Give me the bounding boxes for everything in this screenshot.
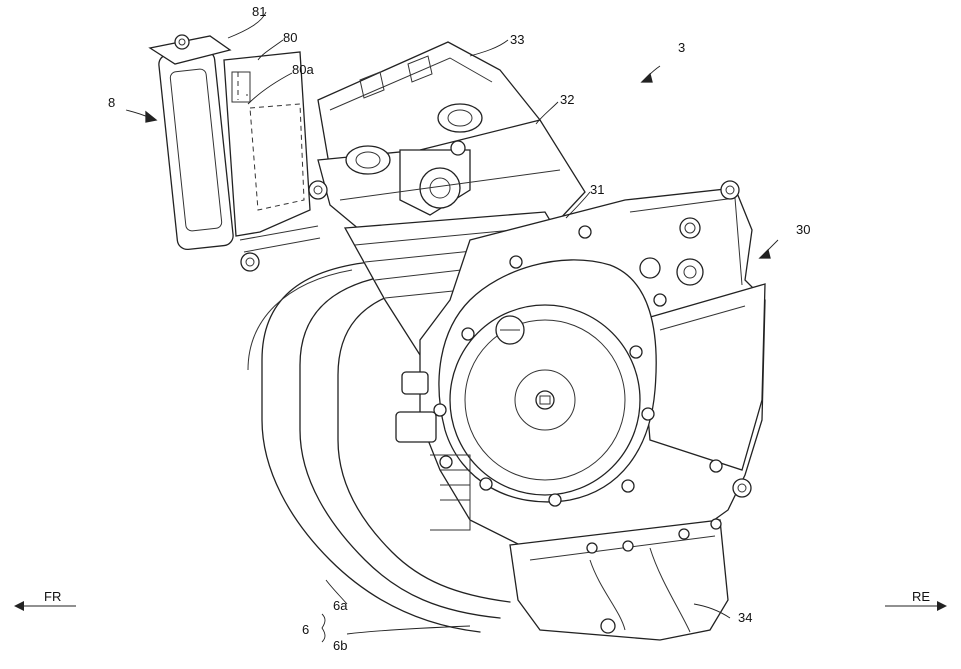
label-fr: FR: [44, 589, 61, 604]
air-cleaner: [148, 34, 321, 272]
arrow-left-icon: [14, 601, 24, 611]
leader-lines: [227, 11, 731, 643]
label-80a: 80a: [292, 62, 314, 77]
arrow-right-icon: [937, 601, 947, 611]
label-80: 80: [283, 30, 297, 45]
label-33: 33: [510, 32, 524, 47]
label-34: 34: [738, 610, 752, 625]
reference-labels: 81 80 80a 8 33 3 32 31 30 34 6 6a 6b FR …: [44, 4, 930, 653]
generator-cover: [433, 225, 657, 507]
cylinder-head: [308, 103, 586, 241]
label-6: 6: [302, 622, 309, 637]
left-side-details: [395, 371, 471, 531]
direction-arrows: [14, 601, 947, 611]
label-6b: 6b: [333, 638, 347, 653]
oil-pan: [509, 518, 729, 641]
label-3: 3: [678, 40, 685, 55]
exhaust-pipes: [247, 261, 511, 633]
label-8: 8: [108, 95, 115, 110]
label-re: RE: [912, 589, 930, 604]
label-31: 31: [590, 182, 604, 197]
reference-arrows: [125, 65, 779, 259]
label-81: 81: [252, 4, 266, 19]
label-30: 30: [796, 222, 810, 237]
label-6a: 6a: [333, 598, 348, 613]
label-32: 32: [560, 92, 574, 107]
